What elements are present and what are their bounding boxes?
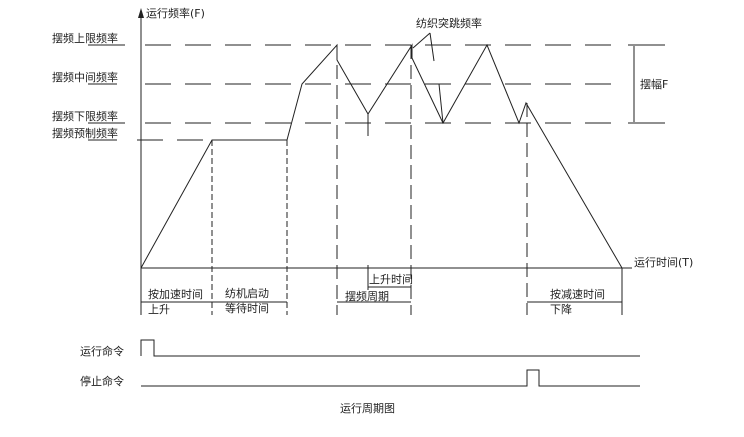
stop-signal <box>141 369 640 387</box>
frequency-curve <box>140 43 623 269</box>
caption: 运行周期图 <box>340 402 395 415</box>
amplitude-label: 摆幅F <box>640 77 668 91</box>
accel-label-1: 按加速时间 <box>148 287 203 301</box>
middle-level-label: 摆频中间频率 <box>52 70 118 84</box>
run-command-label: 运行命令 <box>80 344 124 358</box>
y-axis-label: 运行频率(F) <box>146 6 205 20</box>
y-axis-arrow <box>138 8 144 18</box>
accel-label-2: 上升 <box>148 303 170 316</box>
stop-command-label: 停止命令 <box>80 374 124 388</box>
rise-time-label: 上升时间 <box>369 273 413 286</box>
wait-label-2: 等待时间 <box>225 301 269 315</box>
jump-pointer-2 <box>429 32 435 62</box>
jump-line <box>438 83 444 124</box>
run-signal <box>140 339 640 357</box>
lower-level-label: 摆频下限频率 <box>52 109 118 123</box>
decel-label-2: 下降 <box>550 302 572 316</box>
jump-label: 纺织突跳频率 <box>416 16 482 30</box>
wait-label-1: 纺机启动 <box>225 286 269 300</box>
preset-level-label: 摆频预制频率 <box>52 126 118 140</box>
x-axis-label: 运行时间(T) <box>634 256 693 269</box>
upper-level-label: 摆频上限频率 <box>52 31 118 45</box>
period-label: 摆频周期 <box>345 289 389 303</box>
decel-label-1: 按减速时间 <box>550 287 605 301</box>
jump-pointer-1 <box>412 32 431 49</box>
